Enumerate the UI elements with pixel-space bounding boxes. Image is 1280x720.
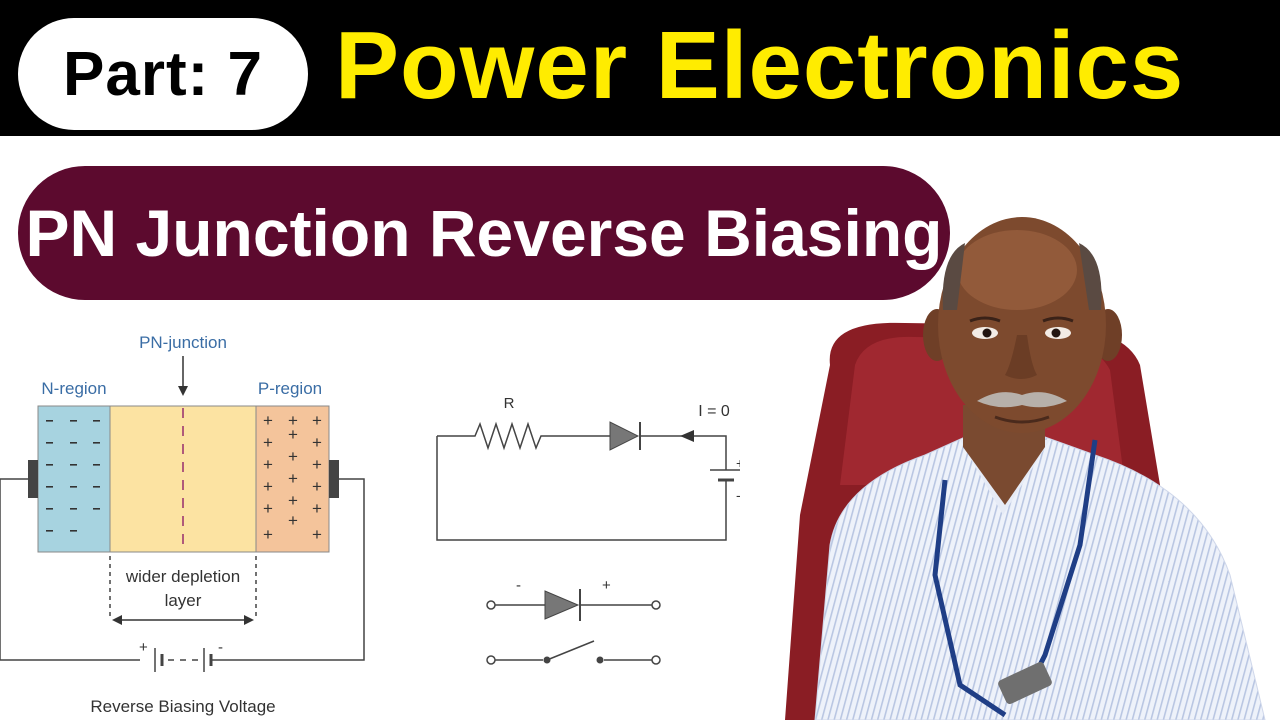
pupil-left [982,328,992,338]
depletion-label-2: layer [165,591,202,610]
svg-text:+: + [263,455,273,474]
terminal-2 [651,600,661,610]
p-region [255,405,330,553]
equiv-minus: - [516,577,521,594]
equivalent-circuit: - + [486,577,661,665]
terminal-1 [486,600,496,610]
terminal-4 [651,655,661,665]
svg-text:+: + [312,433,322,452]
current-arrow [680,430,694,442]
svg-text:+: + [263,477,273,496]
diode-symbol [609,421,640,451]
source-minus: - [736,487,740,503]
svg-text:+: + [288,411,298,430]
n-region-charges [46,420,100,532]
svg-text:+: + [312,411,322,430]
n-region-label: N-region [41,379,106,398]
resistor-label: R [504,395,515,412]
brow-right [1042,316,1074,323]
resistor [437,421,610,451]
svg-text:+: + [288,511,298,530]
p-region-label: P-region [258,379,322,398]
battery-plus: + [139,639,148,656]
part-label: Part: 7 [63,39,263,109]
hair-left [942,243,965,310]
svg-text:+: + [263,525,273,544]
top-right-wire [640,435,727,470]
nose [1005,335,1037,379]
equiv-plus: + [602,577,611,594]
open-switch-blade [546,640,595,661]
n-contact [28,460,38,498]
left-wire [0,478,140,661]
svg-text:+: + [263,433,273,452]
svg-text:+: + [312,455,322,474]
source-plus: + [736,455,740,471]
terminal-3 [486,655,496,665]
svg-text:+: + [263,499,273,518]
part-badge: Part: 7 [18,18,308,130]
brow-left [969,316,1001,323]
depletion-label-1: wider depletion [125,567,240,586]
pn-junction-arrowhead [178,386,188,396]
current-label: I = 0 [698,403,730,420]
svg-text:+: + [312,477,322,496]
switch-contact [596,656,604,664]
svg-text:+: + [288,447,298,466]
p-contact [329,460,339,498]
reverse-bias-caption: Reverse Biasing Voltage [90,697,275,716]
svg-text:+: + [312,499,322,518]
battery-minus: - [218,639,223,656]
shirt [814,436,1266,720]
lanyard-left [932,479,1007,718]
svg-text:+: + [312,525,322,544]
svg-text:+: + [288,425,298,444]
pn-junction-label: PN-junction [139,333,227,352]
mustache [977,392,1067,408]
forehead-highlight [957,230,1077,310]
equiv-diode [544,590,580,620]
right-wire [212,478,365,661]
p-region-charges: +++ +++ +++ +++ +++ +++ [263,411,322,544]
pn-junction-diagram: PN-junction N-region P-region +++ +++ ++… [0,333,740,716]
pupil-right [1051,328,1061,338]
topic-banner: PN Junction Reverse Biasing [18,166,950,300]
return-wire [436,436,727,541]
svg-text:+: + [263,411,273,430]
reverse-bias-circuit: R I = 0 + - [436,395,740,541]
arrowhead-left [112,615,122,625]
hair-right [1079,243,1102,310]
arrowhead-right [244,615,254,625]
mouth [994,415,1050,424]
badge-clip [998,661,1052,705]
svg-text:+: + [288,469,298,488]
topic-title: PN Junction Reverse Biasing [25,196,943,270]
svg-text:+: + [288,491,298,510]
page-title: Power Electronics [335,12,1185,119]
presenter-photo [785,217,1266,720]
